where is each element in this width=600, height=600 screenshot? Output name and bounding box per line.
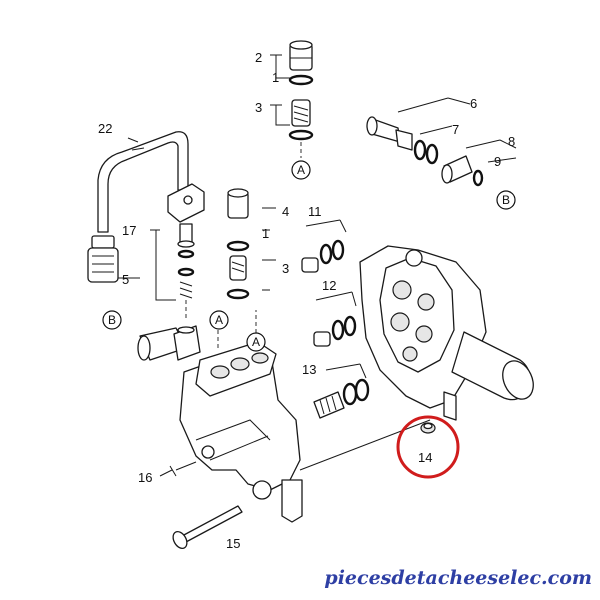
- pump-head: [359, 245, 534, 421]
- label-part-4: 4: [282, 204, 289, 219]
- part-2-cap: [289, 40, 313, 71]
- ref-b-left: B: [102, 310, 122, 330]
- ref-b-right: B: [496, 190, 516, 210]
- label-part-1-mid: 1: [262, 226, 269, 241]
- label-part-14: 14: [418, 450, 432, 465]
- part-7-orings: [413, 139, 439, 165]
- label-part-7: 7: [452, 122, 459, 137]
- part-13-valve: [313, 378, 370, 419]
- ref-a-top: A: [291, 160, 311, 180]
- part-22-hose: [97, 131, 189, 233]
- label-part-13: 13: [302, 362, 316, 377]
- label-part-8: 8: [508, 134, 515, 149]
- part-5-filter: [87, 235, 119, 283]
- part-6-connector: [366, 116, 413, 151]
- part-12-piston-set: [313, 315, 357, 347]
- label-part-9: 9: [494, 154, 501, 169]
- watermark: piecesdetacheeselec.com: [324, 567, 592, 589]
- part-3-valve-top: [288, 99, 314, 141]
- label-part-12: 12: [322, 278, 336, 293]
- ref-b-right-label: B: [502, 193, 510, 207]
- label-part-16: 16: [138, 470, 152, 485]
- part-17-valve: [177, 223, 195, 299]
- label-part-17: 17: [122, 223, 136, 238]
- ref-a-right-label: A: [252, 335, 260, 349]
- part-1-oring-mid: [226, 240, 250, 252]
- label-part-22: 22: [98, 121, 112, 136]
- label-part-2: 2: [255, 50, 262, 65]
- part-14-plug: [420, 422, 436, 434]
- ref-b-left-label: B: [108, 313, 116, 327]
- part-15-bolt: [172, 505, 243, 550]
- part-9-connector: [441, 155, 484, 187]
- label-part-5: 5: [122, 272, 129, 287]
- left-manifold: [137, 325, 303, 523]
- label-part-11: 11: [308, 204, 322, 219]
- ref-a-right: A: [246, 332, 266, 352]
- ref-a-top-label: A: [297, 163, 305, 177]
- part-3-valve-mid: [226, 255, 250, 300]
- highlight-circle: [396, 415, 460, 479]
- ref-a-left-label: A: [215, 313, 223, 327]
- label-part-3-top: 3: [255, 100, 262, 115]
- label-part-1-top: 1: [272, 70, 279, 85]
- label-part-6: 6: [470, 96, 477, 111]
- part-1-oring-top: [288, 74, 314, 86]
- ref-a-left: A: [209, 310, 229, 330]
- part-4-cap: [227, 188, 249, 219]
- label-part-15: 15: [226, 536, 240, 551]
- label-part-3-mid: 3: [282, 261, 289, 276]
- part-11-piston-set: [301, 239, 345, 273]
- part-17-bracket: [167, 183, 205, 223]
